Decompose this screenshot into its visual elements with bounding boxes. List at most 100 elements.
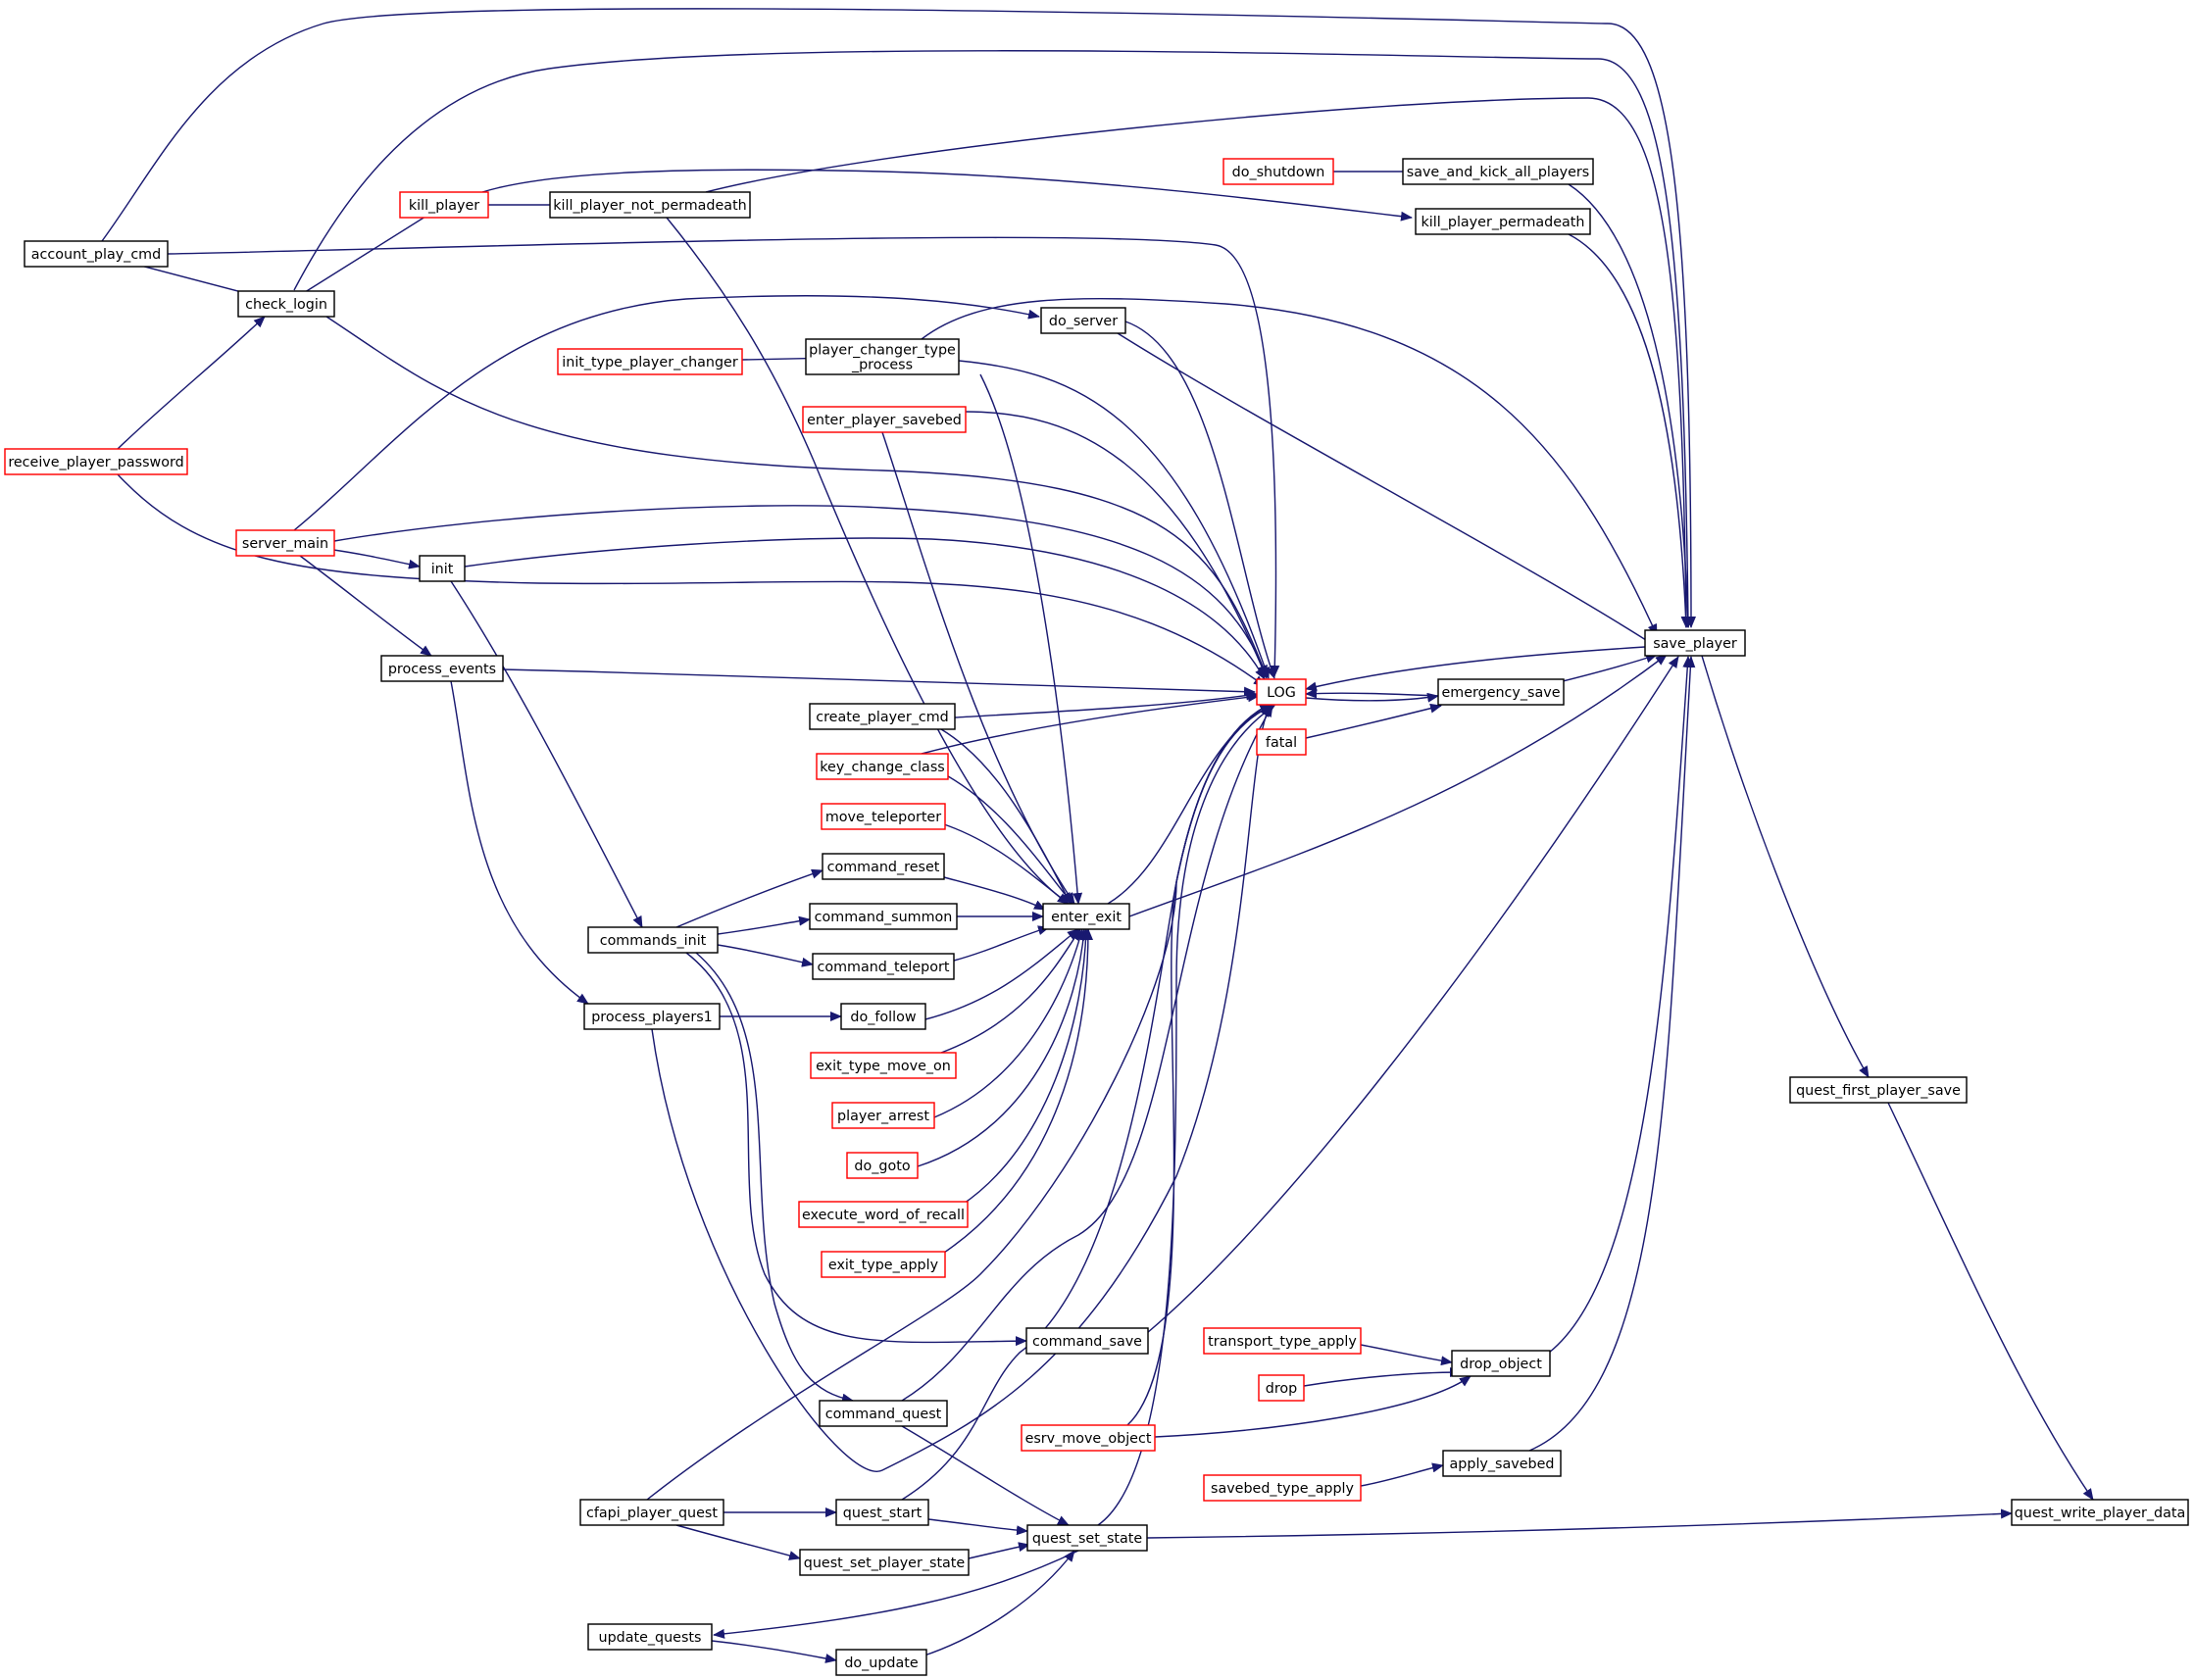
node-box xyxy=(399,191,489,219)
node-do-follow[interactable]: do_follow xyxy=(840,1003,926,1030)
node-box xyxy=(812,953,955,980)
node-esrv-move-object[interactable]: esrv_move_object xyxy=(1021,1424,1156,1452)
node-save-player[interactable]: save_player xyxy=(1644,629,1746,657)
edge-fatal-to-emergency-save xyxy=(1305,703,1442,739)
node-kill-player[interactable]: kill_player xyxy=(399,191,489,219)
node-command-quest[interactable]: command_quest xyxy=(819,1400,948,1427)
node-label: enter_exit xyxy=(1051,910,1122,925)
node-command-teleport[interactable]: command_teleport xyxy=(812,953,955,980)
node-box xyxy=(799,1549,970,1576)
node-box xyxy=(419,555,466,582)
node-exit-type-apply[interactable]: exit_type_apply xyxy=(821,1251,946,1278)
node-kill-player-permadeath[interactable]: kill_player_permadeath xyxy=(1415,208,1591,235)
node-init-type-player-changer[interactable]: init_type_player_changer xyxy=(557,348,743,375)
node-box xyxy=(557,348,743,375)
node-process-events[interactable]: process_events xyxy=(380,655,504,682)
node-label: commands_init xyxy=(600,933,707,949)
node-label: player_changer_type xyxy=(809,343,956,359)
node-server-main[interactable]: server_main xyxy=(235,529,335,557)
edge-key-change-class-to-enter-exit xyxy=(940,771,1073,905)
edge-cfapi-player-quest-to-LOG xyxy=(646,703,1272,1501)
node-account-play-cmd[interactable]: account_play_cmd xyxy=(24,240,169,268)
node-drop[interactable]: drop xyxy=(1258,1374,1305,1402)
node-execute-word-of-recall[interactable]: execute_word_of_recall xyxy=(798,1201,969,1228)
node-command-reset[interactable]: command_reset xyxy=(822,853,945,880)
node-do-update[interactable]: do_update xyxy=(835,1649,927,1676)
edge-check-login-to-kill-player xyxy=(285,204,445,305)
node-process-players1[interactable]: process_players1 xyxy=(583,1003,721,1030)
node-emergency-save[interactable]: emergency_save xyxy=(1437,678,1565,706)
node-key-change-class[interactable]: key_change_class xyxy=(816,753,949,780)
edge-quest-set-state-to-quest-write-player-data xyxy=(1146,1508,2013,1539)
node-quest-write-player-data[interactable]: quest_write_player_data xyxy=(2011,1499,2189,1526)
node-box xyxy=(821,803,946,830)
node-quest-start[interactable]: quest_start xyxy=(835,1499,929,1526)
node-label: player_arrest xyxy=(837,1109,929,1124)
node-box xyxy=(819,1400,948,1427)
node-box xyxy=(24,240,169,268)
node-move-teleporter[interactable]: move_teleporter xyxy=(821,803,946,830)
node-enter-player-savebed[interactable]: enter_player_savebed xyxy=(802,406,967,433)
node-do-server[interactable]: do_server xyxy=(1040,307,1126,334)
node-box xyxy=(1402,158,1594,185)
node-box xyxy=(840,1003,926,1030)
edge-save-player-to-quest-first-player-save xyxy=(1701,655,1870,1078)
node-label: kill_player xyxy=(409,198,479,214)
node-do-goto[interactable]: do_goto xyxy=(846,1152,919,1179)
node-receive-player-password[interactable]: receive_player_password xyxy=(4,448,188,475)
node-drop-object[interactable]: drop_object xyxy=(1451,1350,1551,1377)
node-fatal[interactable]: fatal xyxy=(1256,728,1307,756)
edge-player-changer-type-process-to-enter-exit xyxy=(979,373,1083,905)
node-label: drop_object xyxy=(1460,1357,1542,1372)
node-box xyxy=(798,1201,969,1228)
node-init[interactable]: init xyxy=(419,555,466,582)
node-box xyxy=(822,853,945,880)
node-update-quests[interactable]: update_quests xyxy=(587,1623,713,1651)
edge-do-update-to-quest-set-state xyxy=(921,1550,1075,1657)
edge-LOG-to-emergency-save xyxy=(1305,692,1439,703)
edge-commands-init-to-command-quest xyxy=(695,952,854,1404)
edge-commands-init-to-command-teleport xyxy=(717,944,814,967)
node-save-and-kick-all-players[interactable]: save_and_kick_all_players xyxy=(1402,158,1594,185)
node-exit-type-move-on[interactable]: exit_type_move_on xyxy=(810,1052,957,1079)
node-label: exit_type_move_on xyxy=(816,1059,951,1074)
node-label: quest_set_player_state xyxy=(804,1556,966,1571)
node-create-player-cmd[interactable]: create_player_cmd xyxy=(809,703,956,730)
node-player-arrest[interactable]: player_arrest xyxy=(831,1102,935,1129)
edge-server-main-to-init xyxy=(325,548,421,569)
node-label: account_play_cmd xyxy=(31,247,161,263)
node-enter-exit[interactable]: enter_exit xyxy=(1042,903,1130,930)
node-command-save[interactable]: command_save xyxy=(1025,1327,1149,1355)
edge-kill-player-permadeath-to-save-player xyxy=(1568,233,1691,628)
edge-receive-player-password-to-check-login xyxy=(117,316,266,450)
node-box xyxy=(583,1003,721,1030)
edge-exit-type-apply-to-enter-exit xyxy=(940,928,1093,1256)
node-quest-first-player-save[interactable]: quest_first_player_save xyxy=(1789,1076,1968,1104)
node-label: command_save xyxy=(1032,1334,1142,1350)
node-commands-init[interactable]: commands_init xyxy=(587,926,719,954)
node-cfapi-player-quest[interactable]: cfapi_player_quest xyxy=(579,1499,724,1526)
node-box xyxy=(1042,903,1130,930)
node-box xyxy=(235,529,335,557)
node-label: esrv_move_object xyxy=(1025,1431,1152,1447)
node-transport-type-apply[interactable]: transport_type_apply xyxy=(1203,1327,1362,1355)
node-check-login[interactable]: check_login xyxy=(237,290,335,318)
node-command-summon[interactable]: command_summon xyxy=(809,903,958,930)
edge-player-changer-type-process-to-save-player xyxy=(921,297,1658,636)
node-label: savebed_type_apply xyxy=(1211,1481,1355,1497)
node-label: process_players1 xyxy=(591,1010,713,1025)
node-label: do_follow xyxy=(850,1010,916,1025)
node-label: update_quests xyxy=(599,1630,702,1646)
node-label: save_player xyxy=(1653,636,1737,652)
node-savebed-type-apply[interactable]: savebed_type_apply xyxy=(1203,1474,1362,1502)
node-player-changer-type-process[interactable]: player_changer_type_process xyxy=(805,338,960,375)
node-label: create_player_cmd xyxy=(816,710,949,725)
node-label: save_and_kick_all_players xyxy=(1407,165,1589,180)
node-kill-player-not-permadeath[interactable]: kill_player_not_permadeath xyxy=(549,191,751,219)
node-apply-savebed[interactable]: apply_savebed xyxy=(1442,1450,1562,1477)
node-do-shutdown[interactable]: do_shutdown xyxy=(1222,158,1334,185)
node-quest-set-state[interactable]: quest_set_state xyxy=(1026,1524,1148,1552)
node-LOG[interactable]: LOG xyxy=(1256,678,1307,706)
node-quest-set-player-state[interactable]: quest_set_player_state xyxy=(799,1549,970,1576)
